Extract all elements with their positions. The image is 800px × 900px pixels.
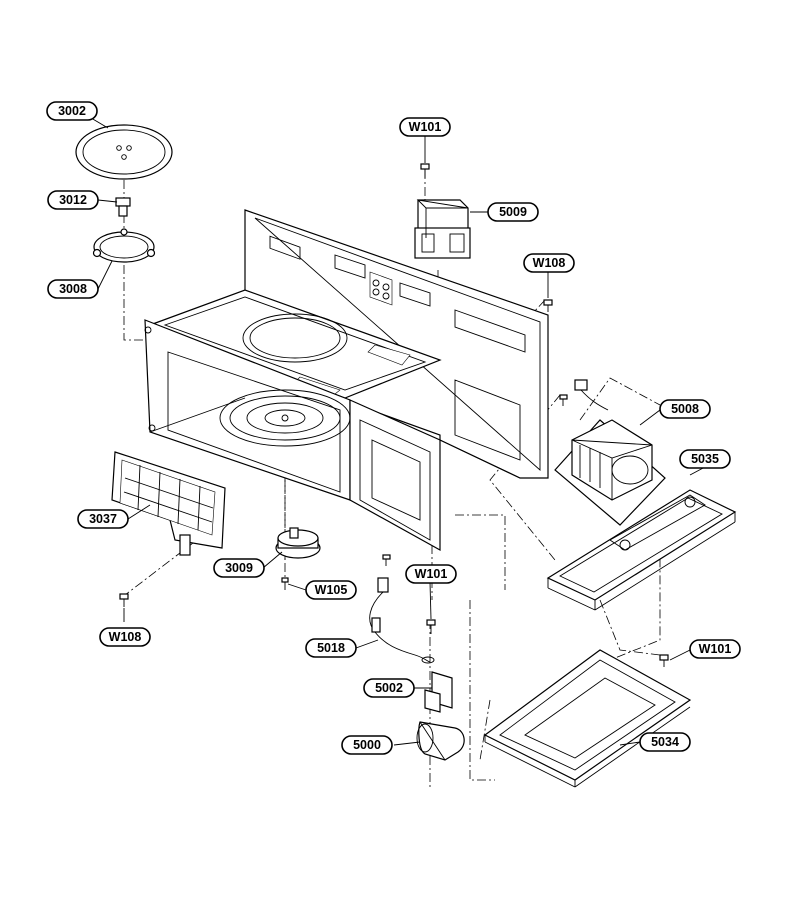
callout-3037: 3037 [77,509,129,529]
callout-label: 3008 [59,282,87,296]
callout-5000: 5000 [341,735,393,755]
switch-bracket [424,671,453,713]
magnetron [414,199,471,259]
callout-w108-right: W108 [523,253,575,273]
callout-5035: 5035 [679,449,731,469]
callout-3008: 3008 [47,279,99,299]
vent-grille [111,451,226,556]
roller-ring [92,228,156,263]
callout-w108-left: W108 [99,627,151,647]
callout-w101-mid: W101 [405,564,457,584]
transformer [554,379,666,526]
bottom-cover-plate [483,649,692,788]
callout-w101-top: W101 [399,117,451,137]
callout-label: 5035 [691,452,719,466]
callout-label: 5008 [671,402,699,416]
callout-label: 3012 [59,193,87,207]
callout-label: 5009 [499,205,527,219]
callout-w101-right: W101 [689,639,741,659]
screw-w108-left [119,593,129,607]
screw-w101-top [420,163,430,178]
callout-label: 5034 [651,735,679,749]
callout-label: W105 [315,583,348,597]
callout-5018: 5018 [305,638,357,658]
callout-label: 5018 [317,641,345,655]
callout-label: W108 [533,256,566,270]
screw-w101-right [659,654,669,667]
oven-cavity-chassis [144,209,549,552]
callout-label: 3009 [225,561,253,575]
callout-label: 3037 [89,512,117,526]
callout-label: 5002 [375,681,403,695]
callout-3002: 3002 [46,101,98,121]
callout-label: 3002 [58,104,86,118]
screw-w105 [281,577,289,590]
screws [119,163,669,667]
callout-5034: 5034 [639,732,691,752]
callout-label: 5000 [353,738,381,752]
base-plate [546,489,737,611]
callout-label: W101 [409,120,442,134]
callout-label: W108 [109,630,142,644]
callout-label: W101 [699,642,732,656]
coupler-part [115,197,131,217]
callout-5009: 5009 [487,202,539,222]
callout-3012: 3012 [47,190,99,210]
screw-w108-right [543,299,553,312]
fan-motor [416,721,465,761]
callout-5008: 5008 [659,399,711,419]
callout-3009: 3009 [213,558,265,578]
turntable-motor [275,527,321,559]
wire-harness [369,577,435,664]
callout-label: W101 [415,567,448,581]
callout-w105: W105 [305,580,357,600]
turntable-glass-tray [75,124,173,180]
screw-chassis [382,554,391,566]
callout-5002: 5002 [363,678,415,698]
screw-chassis-2 [559,394,568,406]
screw-w101-mid [426,619,436,634]
